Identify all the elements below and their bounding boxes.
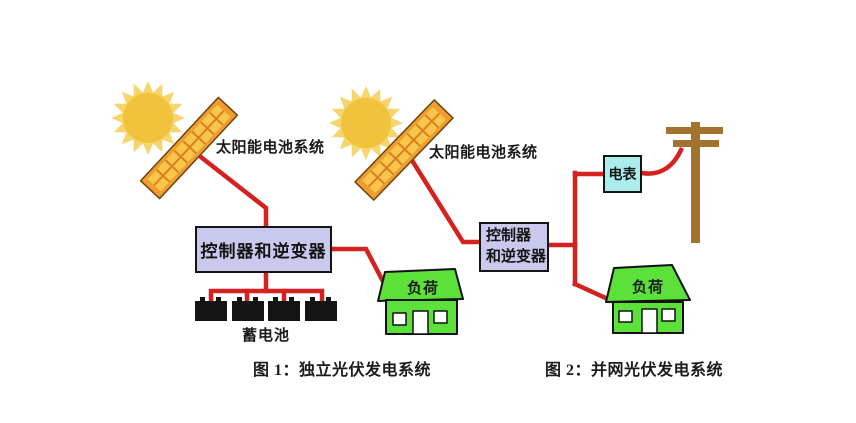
pole-crossarm-upper [666,127,723,134]
house-icon [377,268,464,335]
solar-panel-icon [353,98,455,202]
caption-fig1: 图 1：独立光伏发电系统 [253,362,432,379]
caption-fig2: 图 2：并网光伏发电系统 [545,362,724,379]
battery-icon [195,297,227,321]
wire-panel1-to-controller1 [193,150,269,231]
load-label-fig2: 负荷 [632,280,665,296]
wire-meter-to-pole [639,147,684,176]
electric-meter-box: 电表 [603,155,642,193]
house-icon [605,264,691,334]
electric-meter-label: 电表 [608,168,637,183]
sun-core [123,93,173,143]
battery-icon [305,297,337,321]
sun-core [341,98,391,148]
wire-bus-to-load2 [572,281,613,303]
controller-label-line1: 控制器 [486,228,532,244]
wire-controller1-to-load1 [329,246,391,293]
controller-inverter-label: 控制器和逆变器 [200,242,327,261]
pole-crossarm-lower [673,140,719,147]
solar-panel-icon [139,96,239,200]
panel-label-fig2: 太阳能电池系统 [429,145,538,161]
house-window [618,310,633,323]
sun-icon [111,81,185,155]
controller-inverter-box-fig2: 控制器 和逆变器 [479,222,549,272]
panel-grid [153,110,225,186]
pole-mast [691,122,700,243]
controller-inverter-box-fig1: 控制器和逆变器 [195,226,332,273]
wires [193,147,684,305]
battery-icon [268,297,300,321]
battery-bank [195,297,337,321]
house-window [392,312,407,326]
load-label-fig1: 负荷 [407,281,440,297]
battery-icon [232,297,264,321]
panel-label-fig1: 太阳能电池系统 [216,140,325,156]
house-door [412,310,429,335]
sun-icon [329,86,403,160]
panel-grid [367,112,441,188]
wire-panel2-to-controller2 [404,150,483,245]
house-window [661,308,676,322]
wire-battery-bus [208,288,325,305]
battery-label: 蓄电池 [242,328,291,344]
controller-label-line2: 和逆变器 [486,249,547,265]
utility-pole-icon [666,122,723,243]
house-roof [377,268,464,302]
house-door [641,308,658,334]
house-window [433,310,448,324]
house-roof [605,264,691,303]
